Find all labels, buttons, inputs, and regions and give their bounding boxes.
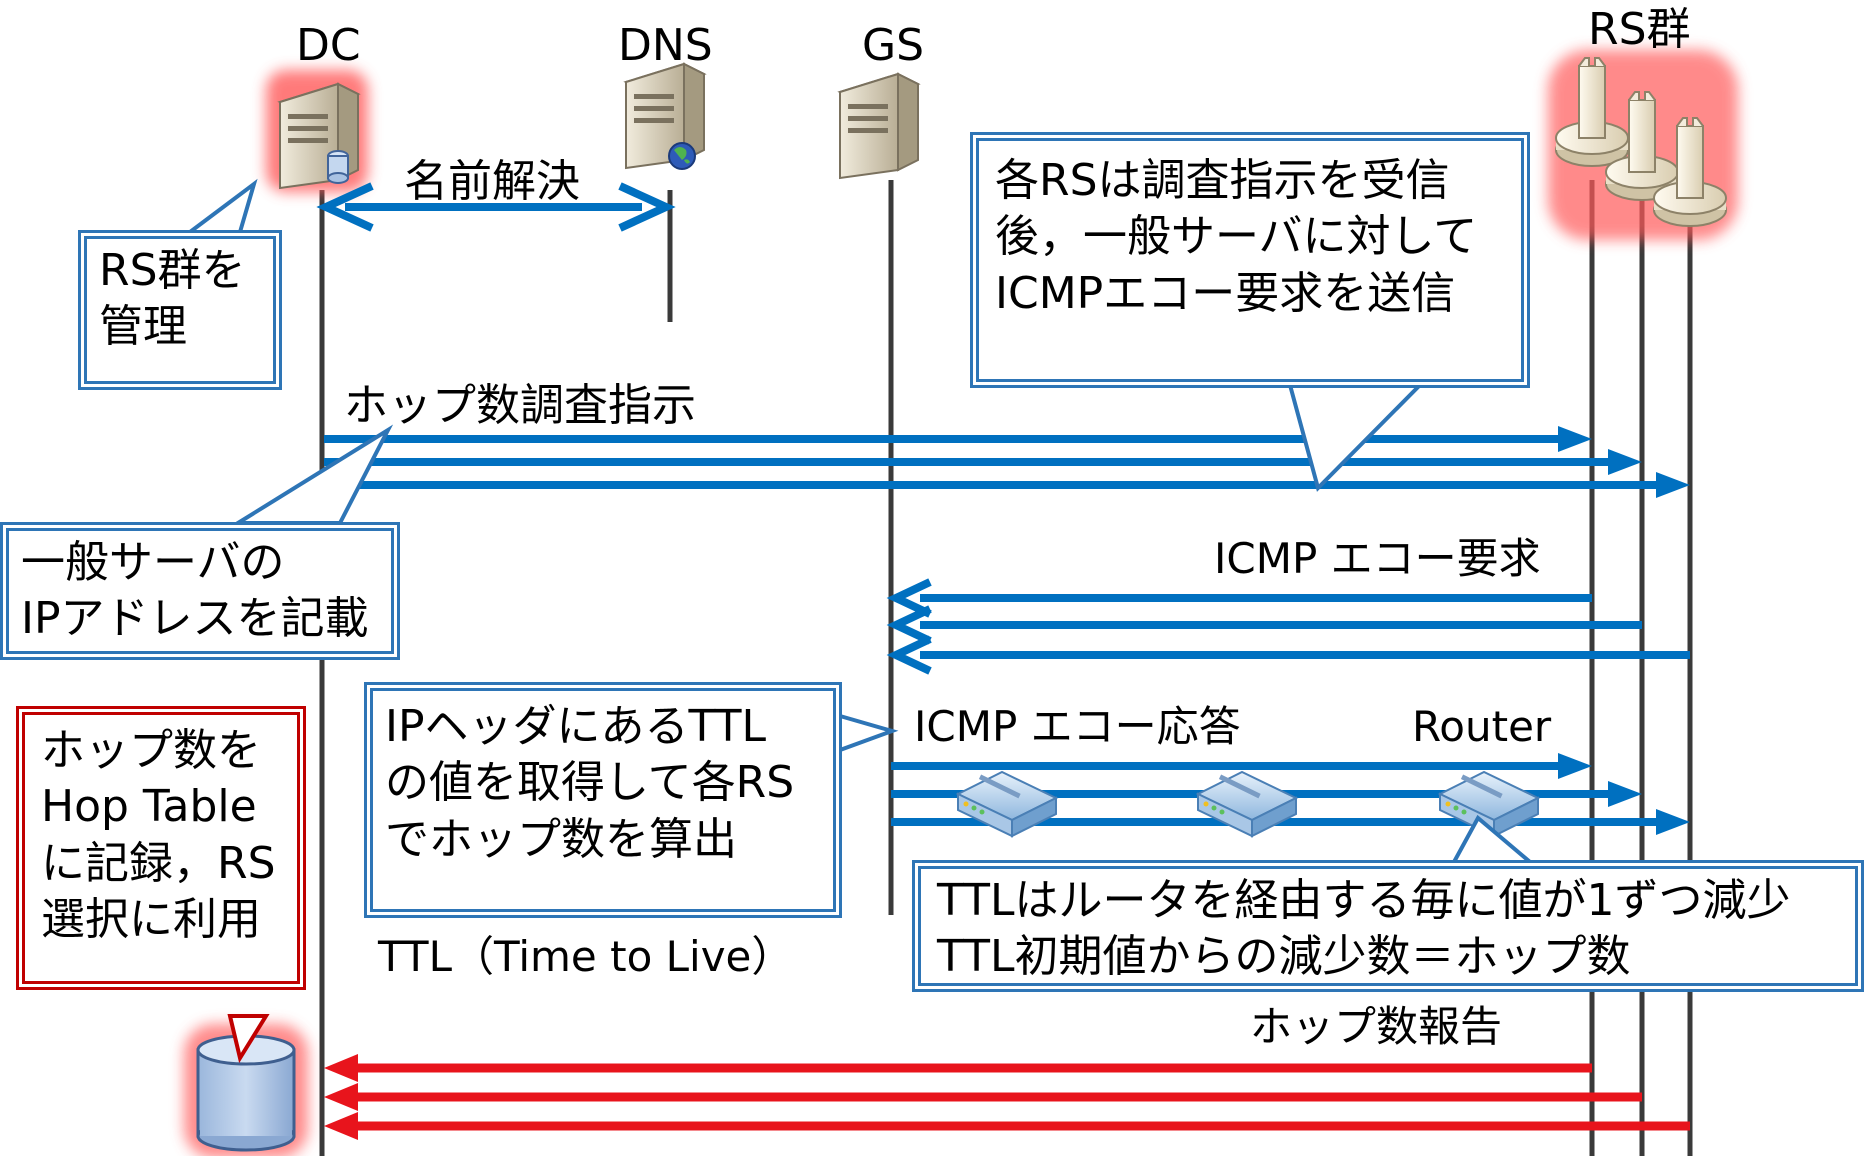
callout-line: の値を取得して各RS <box>385 757 795 809</box>
callout-rs-instruction: 各RSは調査指示を受信 後，一般サーバに対して ICMPエコー要求を送信 <box>970 132 1530 388</box>
callout-hop-table: ホップ数を Hop Table に記録，RS 選択に利用 <box>16 706 306 990</box>
router-icon <box>1195 770 1299 838</box>
callout-line: ホップ数を <box>41 725 261 776</box>
name-resolution-arrow <box>316 182 676 232</box>
callout-line: RS群を <box>99 245 246 296</box>
callout-line: 後，一般サーバに対して <box>995 211 1478 263</box>
antenna-icon <box>1653 117 1727 227</box>
lifelines <box>319 180 1693 1156</box>
icmp-request-label: ICMP エコー要求 <box>1214 534 1541 583</box>
callout-line: IPヘッダにあるTTL <box>385 701 767 752</box>
callout-ip-address: 一般サーバの IPアドレスを記載 <box>0 522 400 660</box>
icmp-reply-label: ICMP エコー応答 <box>914 702 1241 751</box>
antenna-icon <box>1555 57 1629 167</box>
callout-line: 管理 <box>99 301 187 353</box>
router-label: Router <box>1412 702 1552 751</box>
server-icon <box>837 72 921 180</box>
callout-line: 一般サーバの <box>21 537 285 588</box>
callout-line: でホップ数を算出 <box>385 813 737 865</box>
callout-manage-rs: RS群を 管理 <box>78 230 282 390</box>
actor-label-dns: DNS <box>618 20 713 71</box>
router-icon <box>1437 770 1541 838</box>
hop-report-arrows <box>324 1054 1690 1140</box>
name-resolution-label: 名前解決 <box>404 156 580 207</box>
callout-line: IPアドレスを記載 <box>21 593 369 645</box>
callout-line: Hop Table <box>41 781 257 833</box>
hop-survey-arrows <box>324 426 1690 498</box>
callout-line: TTL初期値からの減少数＝ホップ数 <box>937 931 1631 983</box>
actor-label-rs-group: RS群 <box>1588 4 1691 55</box>
router-icon <box>955 770 1059 838</box>
server-icon <box>266 70 368 192</box>
database-icon <box>184 1024 308 1156</box>
callout-line: TTLはルータを経由する毎に値が1ずつ減少 <box>937 875 1791 926</box>
hop-report-label: ホップ数報告 <box>1250 1002 1503 1051</box>
callout-ttl-header: IPヘッダにあるTTL の値を取得して各RS でホップ数を算出 <box>364 682 842 918</box>
actor-label-dc: DC <box>296 20 361 71</box>
callout-line: ICMPエコー要求を送信 <box>995 267 1456 319</box>
callout-ttl-decrement: TTLはルータを経由する毎に値が1ずつ減少 TTL初期値からの減少数＝ホップ数 <box>912 860 1864 992</box>
actor-label-gs: GS <box>862 20 925 71</box>
callout-line: 各RSは調査指示を受信 <box>995 155 1450 206</box>
callout-line: 選択に利用 <box>41 893 261 945</box>
callout-line: に記録，RS <box>41 837 276 889</box>
icmp-request-arrows <box>886 578 1690 675</box>
dns-server-icon <box>623 62 707 170</box>
hop-survey-label: ホップ数調査指示 <box>344 380 696 431</box>
ttl-definition-label: TTL（Time to Live） <box>378 932 794 981</box>
